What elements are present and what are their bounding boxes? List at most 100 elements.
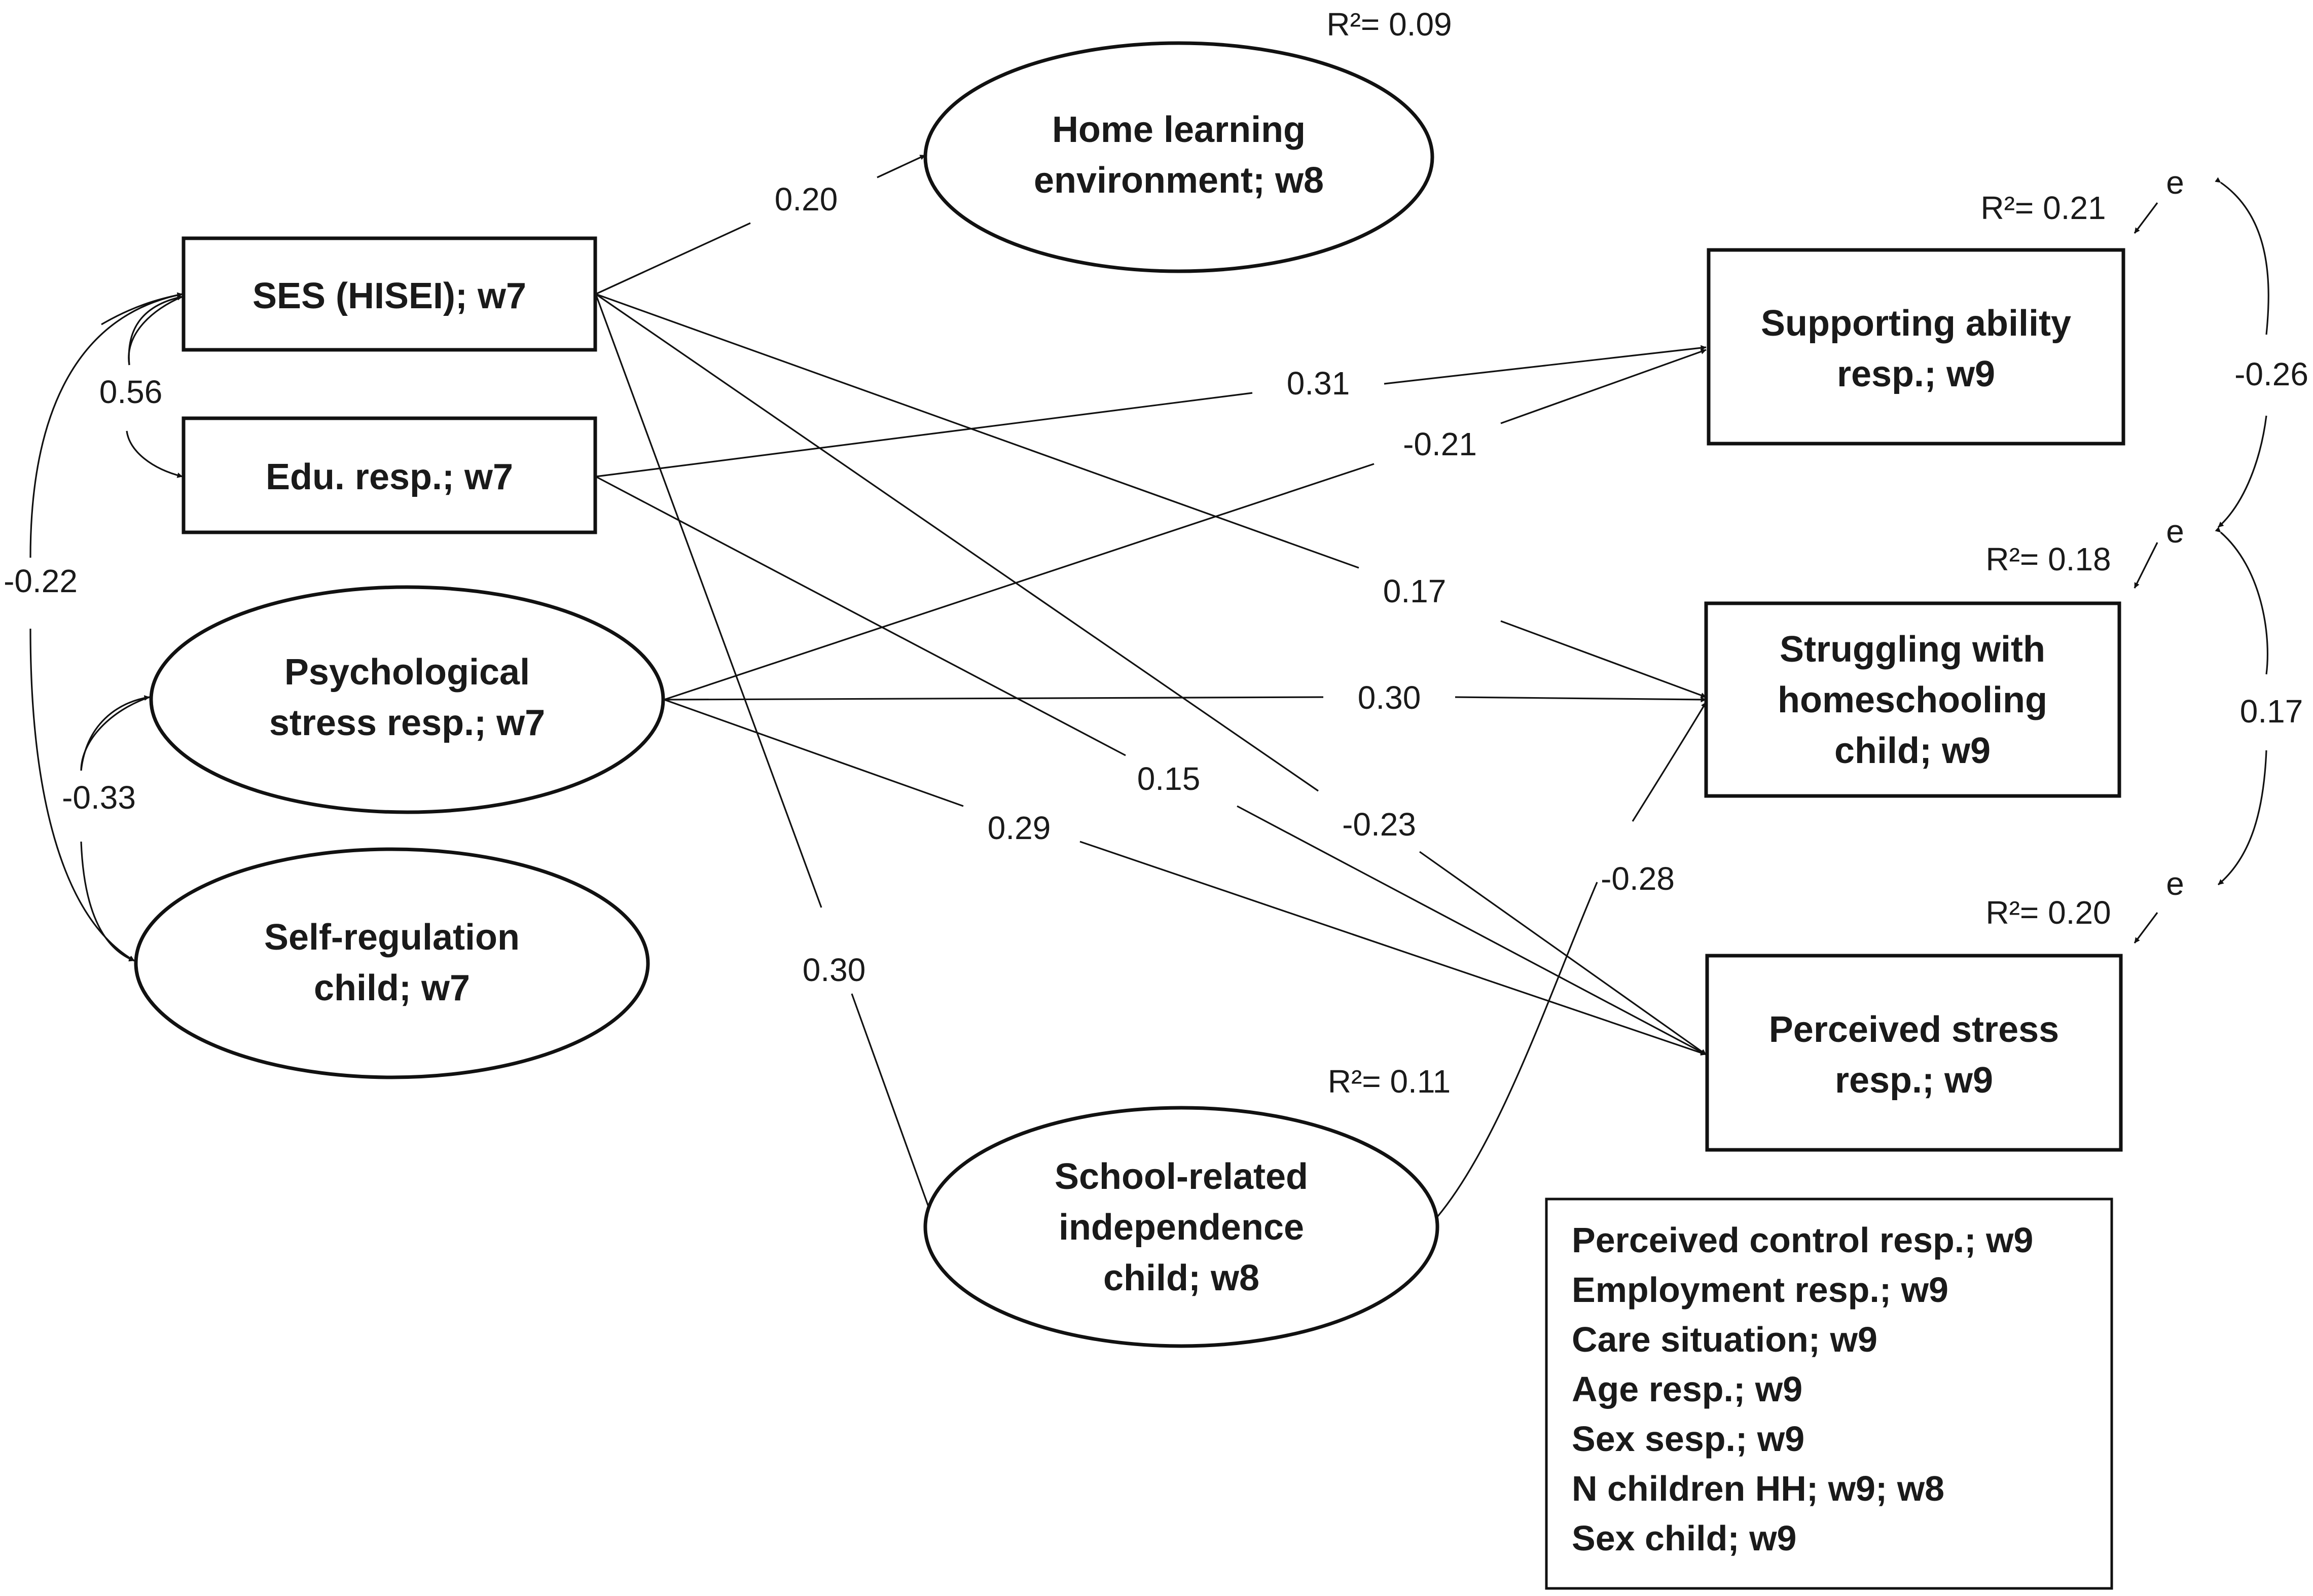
school-label-line3: child; w8	[1103, 1258, 1259, 1298]
edge-edu-perceived-b	[1237, 805, 1707, 1056]
corr-ses-edu-b	[126, 430, 183, 478]
struggle-label-line1: Struggling with	[1780, 629, 2045, 670]
home-ellipse	[923, 41, 1434, 273]
perceived-label-line1: Perceived stress	[1769, 1009, 2059, 1050]
perceived-label-line2: resp.; w9	[1835, 1060, 1993, 1101]
control-item: Perceived control resp.; w9	[1572, 1220, 2033, 1260]
edges	[29, 154, 2269, 1222]
home-r2: R²= 0.09	[1326, 6, 1452, 43]
cov-err-support-struggle-b	[2217, 415, 2267, 528]
edge-ses-struggle-b	[1500, 620, 1707, 698]
control-item: Care situation; w9	[1572, 1320, 1877, 1359]
controls-box: Perceived control resp.; w9 Employment r…	[1545, 1198, 2113, 1590]
cov-err-struggle-perceived-b	[2217, 750, 2267, 886]
psych-ellipse	[149, 585, 665, 814]
support-box	[1707, 248, 2125, 446]
corr-ses-edu-top	[128, 295, 183, 366]
corr-psych-selfreg-b	[80, 841, 135, 962]
ses-label: SES (HISEI); w7	[252, 276, 526, 316]
perceived-box	[1705, 954, 2123, 1152]
edge-edu-support-a	[595, 392, 1253, 478]
support-label-line2: resp.; w9	[1837, 354, 1995, 394]
support-r2: R²= 0.21	[1980, 190, 2106, 226]
support-label-line1: Supporting ability	[1761, 303, 2071, 344]
selfreg-label-line2: child; w7	[314, 968, 470, 1008]
edge-psych-support-a	[664, 463, 1375, 701]
cov-err-struggle-perceived-a	[2215, 526, 2268, 675]
edge-psych-perceived-b	[1079, 841, 1707, 1056]
corr-psych-selfreg-a	[80, 696, 150, 771]
edge-psych-perceived-a	[664, 699, 964, 807]
corr-psych-selfreg-top	[80, 695, 150, 771]
perceived-error: e	[2166, 865, 2184, 902]
control-item: Age resp.; w9	[1572, 1369, 1802, 1409]
selfreg-ellipse	[134, 847, 650, 1079]
psych-label-line2: stress resp.; w7	[269, 703, 545, 743]
control-item: Sex child; w9	[1572, 1518, 1796, 1558]
node-psych: Psychological stress resp.; w7	[149, 585, 665, 814]
coef-psych-perceived: 0.29	[988, 810, 1051, 846]
support-error: e	[2166, 164, 2184, 201]
school-label-line1: School-related	[1055, 1156, 1308, 1197]
node-selfreg: Self-regulation child; w7	[134, 847, 650, 1079]
edge-edu-perceived-a	[595, 476, 1126, 756]
perceived-r2: R²= 0.20	[1985, 894, 2111, 931]
struggle-r2: R²= 0.18	[1985, 541, 2111, 577]
coef-edu-support: 0.31	[1287, 365, 1350, 402]
corr-ses-selfreg-a	[29, 293, 183, 558]
node-struggle: Struggling with homeschooling child; w9 …	[1704, 513, 2184, 798]
control-item: Sex sesp.; w9	[1572, 1419, 1804, 1459]
edge-school-struggle-b	[1632, 702, 1707, 822]
struggle-label-line2: homeschooling	[1778, 680, 2047, 720]
struggle-box	[1704, 601, 2121, 798]
edge-ses-school-a	[595, 294, 822, 908]
coef-edu-perceived: 0.15	[1137, 760, 1201, 797]
coef-err-support-struggle: -0.26	[2234, 356, 2308, 392]
edge-psych-struggle-b	[1455, 696, 1707, 703]
nodes: SES (HISEI); w7 Edu. resp.; w7 Psycholog…	[134, 6, 2184, 1348]
edge-ses-home-b	[877, 154, 926, 178]
edge-ses-struggle-a	[595, 293, 1359, 569]
edge-edu-support-b	[1384, 345, 1707, 385]
err-arrow-support	[2134, 202, 2158, 234]
controls-frame	[1545, 1198, 2113, 1590]
coef-ses-perceived: -0.23	[1342, 806, 1416, 843]
node-edu: Edu. resp.; w7	[182, 416, 597, 534]
edge-ses-perceived-b	[1419, 851, 1707, 1056]
coef-psych-struggle: 0.30	[1358, 679, 1421, 716]
edge-ses-perceived-a	[595, 293, 1319, 792]
struggle-error: e	[2166, 513, 2184, 550]
node-home: Home learning environment; w8 R²= 0.09	[923, 6, 1452, 273]
edge-school-struggle-a	[1436, 882, 1598, 1218]
coef-err-struggle-perceived: 0.17	[2240, 693, 2303, 730]
edge-psych-struggle-a	[664, 696, 1324, 701]
edge-psych-support-b	[1500, 349, 1707, 424]
cov-err-support-struggle-a	[2215, 177, 2269, 335]
node-school: School-related independence child; w8 R²…	[923, 1063, 1451, 1348]
school-r2: R²= 0.11	[1328, 1063, 1451, 1100]
coef-ses-selfreg: -0.22	[4, 563, 78, 599]
control-item: N children HH; w9; w8	[1572, 1469, 1944, 1508]
coef-ses-school: 0.30	[803, 952, 866, 988]
edu-label: Edu. resp.; w7	[266, 457, 513, 497]
ses-box	[182, 236, 597, 352]
psych-label-line1: Psychological	[284, 652, 530, 693]
coef-psych-support: -0.21	[1403, 426, 1477, 462]
edge-ses-home-a	[595, 222, 751, 295]
coef-psych-selfreg: -0.33	[62, 779, 136, 816]
coefficients: 0.20 0.56 -0.22 -0.33 0.31 -0.21 0.17 0.…	[4, 181, 2308, 988]
edge-ses-school-b	[851, 993, 935, 1222]
err-arrow-struggle	[2134, 542, 2158, 589]
coef-school-struggle: -0.28	[1601, 860, 1675, 897]
err-arrow-perceived	[2134, 912, 2158, 944]
coef-ses-home: 0.20	[775, 181, 838, 217]
coef-ses-edu: 0.56	[99, 374, 163, 410]
school-ellipse	[923, 1106, 1439, 1348]
node-support: Supporting ability resp.; w9 R²= 0.21 e	[1707, 164, 2184, 446]
selfreg-label-line1: Self-regulation	[264, 917, 520, 958]
struggle-label-line3: child; w9	[1834, 731, 1991, 771]
coef-ses-struggle: 0.17	[1383, 573, 1447, 609]
node-perceived: Perceived stress resp.; w9 R²= 0.20 e	[1705, 865, 2184, 1152]
school-label-line2: independence	[1059, 1207, 1304, 1248]
